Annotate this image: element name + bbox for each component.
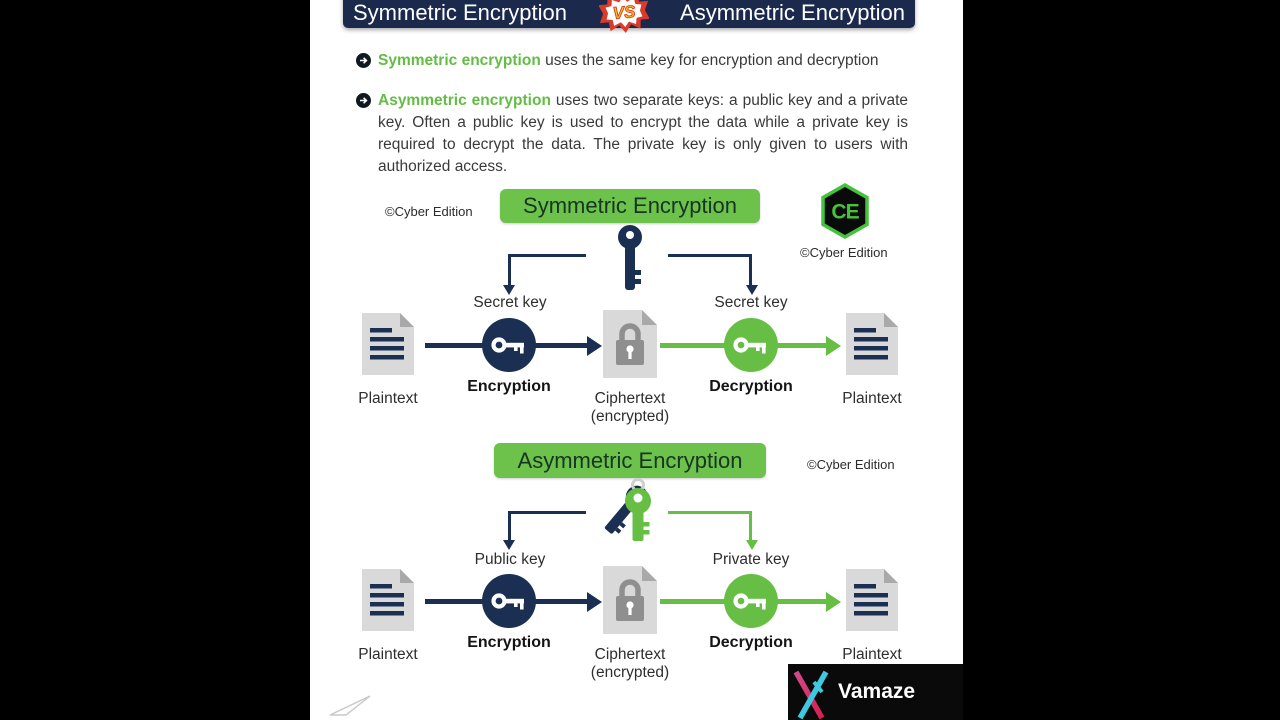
plaintext-document-icon bbox=[362, 313, 414, 375]
bullet-symmetric-term: Symmetric encryption bbox=[378, 52, 541, 69]
ciphertext-sublabel: (encrypted) bbox=[590, 664, 670, 681]
encryption-key-icon bbox=[482, 574, 536, 628]
encryption-key-icon bbox=[482, 318, 536, 372]
vamaze-logo-icon bbox=[793, 670, 829, 720]
white-key-glyph bbox=[491, 593, 524, 610]
symmetric-section-title: Symmetric Encryption bbox=[500, 189, 760, 223]
arrow-circle-icon bbox=[356, 53, 371, 68]
bullet-asymmetric-text: Asymmetric encryption uses two separate … bbox=[378, 90, 908, 178]
ciphertext-sublabel: (encrypted) bbox=[590, 408, 670, 425]
bullet-symmetric-rest: uses the same key for encryption and dec… bbox=[545, 52, 879, 69]
asymmetric-section-title: Asymmetric Encryption bbox=[494, 443, 766, 478]
plaintext-label: Plaintext bbox=[358, 390, 418, 407]
key-branch-left bbox=[508, 511, 586, 541]
branch-arrowhead bbox=[503, 540, 515, 550]
private-key-label: Private key bbox=[712, 551, 790, 568]
cyber-edition-monogram: CE bbox=[831, 201, 859, 224]
plaintext-label: Plaintext bbox=[358, 646, 418, 663]
vamaze-brand-text: Vamaze bbox=[838, 680, 916, 703]
title-right: Asymmetric Encryption bbox=[680, 0, 905, 25]
plaintext-label: Plaintext bbox=[842, 390, 902, 407]
bullet-symmetric-text: Symmetric encryption uses the same key f… bbox=[378, 50, 879, 72]
title-bar: Symmetric Encryption VS Asymmetric Encry… bbox=[343, 0, 915, 33]
ciphertext-lock-document-icon bbox=[603, 310, 657, 378]
watermark-cyber-edition: ©Cyber Edition bbox=[385, 204, 473, 219]
plaintext-document-icon bbox=[846, 313, 898, 375]
plaintext-label: Plaintext bbox=[842, 646, 902, 663]
ciphertext-label: Ciphertext bbox=[594, 646, 666, 663]
secret-key-label-left: Secret key bbox=[473, 294, 547, 311]
key-branch-right bbox=[668, 254, 752, 286]
title-left: Symmetric Encryption bbox=[353, 0, 567, 25]
decryption-label: Decryption bbox=[709, 634, 793, 651]
white-key-glyph bbox=[733, 593, 766, 610]
secret-key-icon bbox=[618, 225, 642, 290]
decryption-key-icon bbox=[724, 318, 778, 372]
bullet-symmetric: Symmetric encryption uses the same key f… bbox=[356, 50, 908, 72]
public-key-label: Public key bbox=[474, 551, 546, 568]
white-key-glyph bbox=[733, 337, 766, 354]
arrow-circle-icon bbox=[356, 93, 371, 108]
key-branch-right bbox=[668, 511, 752, 541]
watermark-cyber-edition: ©Cyber Edition bbox=[807, 457, 895, 472]
cursor-artifact bbox=[329, 695, 371, 716]
plaintext-document-icon bbox=[362, 569, 414, 631]
vs-badge-icon: VS bbox=[598, 0, 649, 33]
encryption-label: Encryption bbox=[467, 378, 551, 395]
asymmetric-section-title-text: Asymmetric Encryption bbox=[517, 447, 743, 473]
vs-badge-label: VS bbox=[611, 1, 636, 22]
ciphertext-label: Ciphertext bbox=[594, 390, 666, 407]
slide: Symmetric Encryption VS Asymmetric Encry… bbox=[310, 0, 963, 720]
key-branch-left bbox=[508, 254, 586, 286]
encryption-label: Encryption bbox=[467, 634, 551, 651]
bullet-asymmetric: Asymmetric encryption uses two separate … bbox=[356, 90, 908, 178]
cyber-edition-logo-icon: CE bbox=[821, 183, 869, 239]
decryption-label: Decryption bbox=[709, 378, 793, 395]
branch-arrowhead bbox=[746, 285, 758, 295]
plaintext-document-icon bbox=[846, 569, 898, 631]
white-key-glyph bbox=[491, 337, 524, 354]
bullet-asymmetric-rest: uses two separate keys: a public key and… bbox=[378, 92, 908, 175]
key-pair-icon bbox=[604, 478, 651, 541]
watermark-cyber-edition: ©Cyber Edition bbox=[800, 245, 888, 260]
secret-key-label-right: Secret key bbox=[714, 294, 788, 311]
decryption-key-icon bbox=[724, 574, 778, 628]
ciphertext-lock-document-icon bbox=[603, 566, 657, 634]
branch-arrowhead bbox=[503, 285, 515, 295]
symmetric-section-title-text: Symmetric Encryption bbox=[523, 193, 737, 218]
branch-arrowhead bbox=[746, 540, 758, 550]
vamaze-logo: Vamaze bbox=[788, 664, 963, 720]
bullet-asymmetric-term: Asymmetric encryption bbox=[378, 92, 551, 109]
